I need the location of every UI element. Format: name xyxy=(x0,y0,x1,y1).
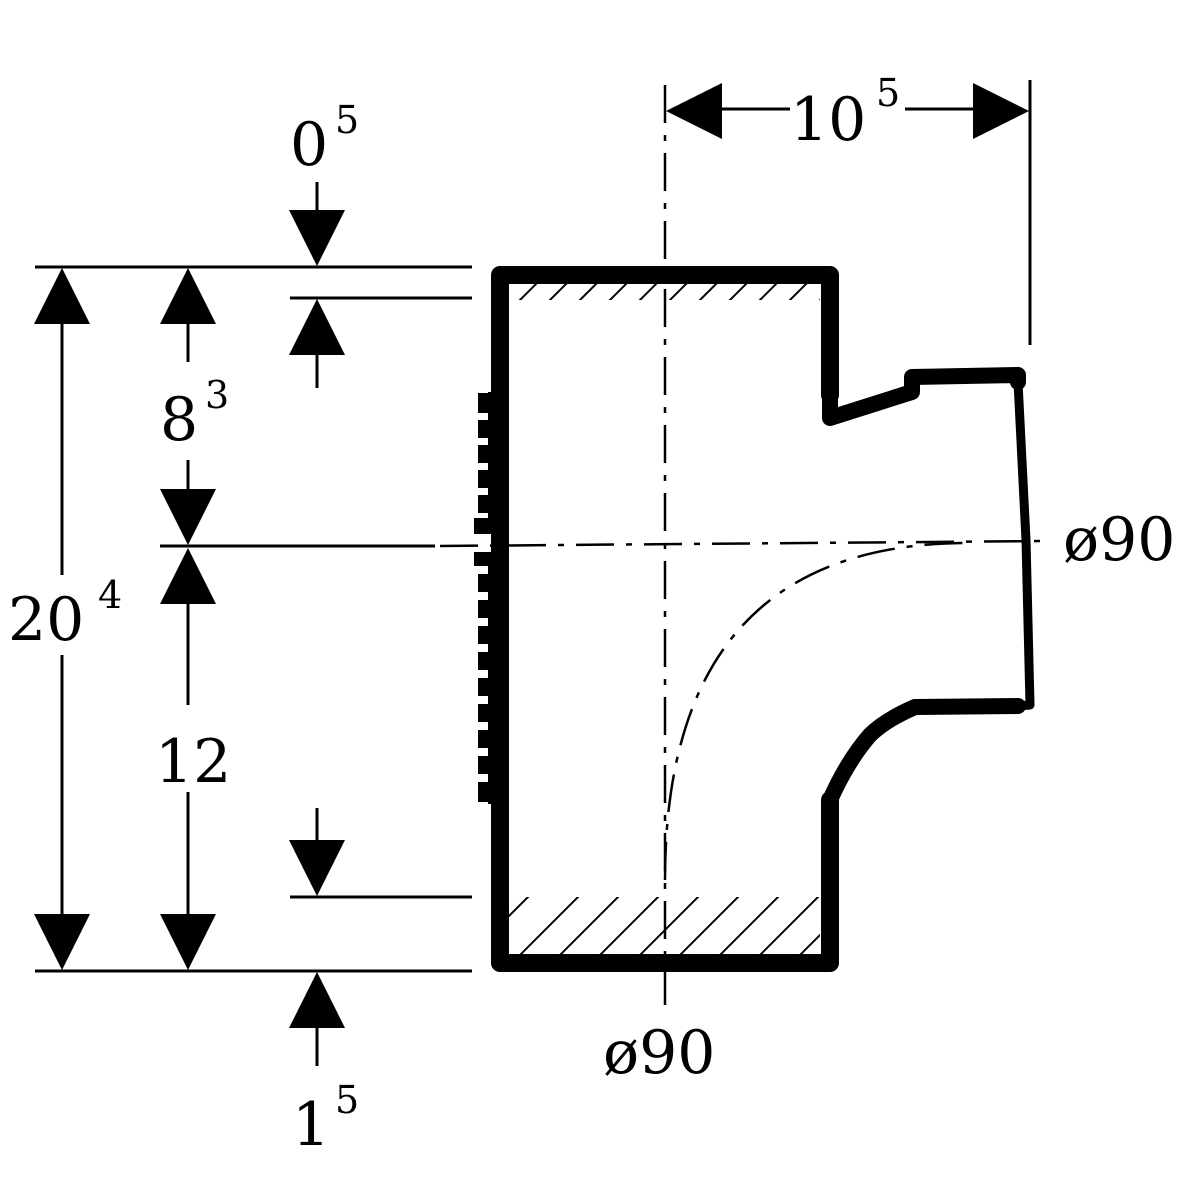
arrow-down-lower-bottom xyxy=(160,914,216,970)
top-gap-sup: 5 xyxy=(335,98,359,142)
seal-serration xyxy=(474,392,502,804)
centerlines xyxy=(439,85,1046,1005)
bottom-gap-sup: 5 xyxy=(335,1078,359,1122)
arrow-up-total-top xyxy=(34,268,90,324)
total-height-value: 20 xyxy=(8,585,84,655)
arrow-down-upper-bottom xyxy=(160,489,216,545)
arrow-up-upper-top xyxy=(160,268,216,324)
inner-depth-sup: 3 xyxy=(205,373,229,417)
main-diameter-label: ø90 xyxy=(603,1018,715,1088)
arrow-up-top-gap xyxy=(289,299,345,355)
extension-lines xyxy=(35,80,1032,973)
arrow-down-total-bottom xyxy=(34,914,90,970)
total-height-sup: 4 xyxy=(98,573,122,617)
flow-arc-centerline xyxy=(663,541,966,881)
top-gap-value: 0 xyxy=(290,110,328,180)
arrow-down-top-gap xyxy=(289,210,345,266)
lower-depth-value: 12 xyxy=(155,727,231,797)
fitting-body xyxy=(491,266,1035,972)
arrow-down-bottom-gap xyxy=(289,840,345,896)
arrowheads xyxy=(34,83,1029,1028)
horizontal-centerline xyxy=(439,539,1046,548)
arrow-right-branch-offset xyxy=(973,83,1029,139)
dimension-labels: 0 5 8 3 20 4 12 1 5 10 5 ø90 ø90 xyxy=(8,71,1175,1160)
branch-diameter-label: ø90 xyxy=(1063,505,1175,575)
arrow-up-bottom-gap xyxy=(289,972,345,1028)
arrow-up-lower-top xyxy=(160,548,216,604)
branch-offset-sup: 5 xyxy=(876,71,900,115)
arrow-left-branch-offset xyxy=(666,83,722,139)
inner-depth-value: 8 xyxy=(160,385,198,455)
bottom-gap-value: 1 xyxy=(292,1090,330,1160)
branch-offset-value: 10 xyxy=(790,85,866,155)
dimension-lines xyxy=(60,107,977,1066)
